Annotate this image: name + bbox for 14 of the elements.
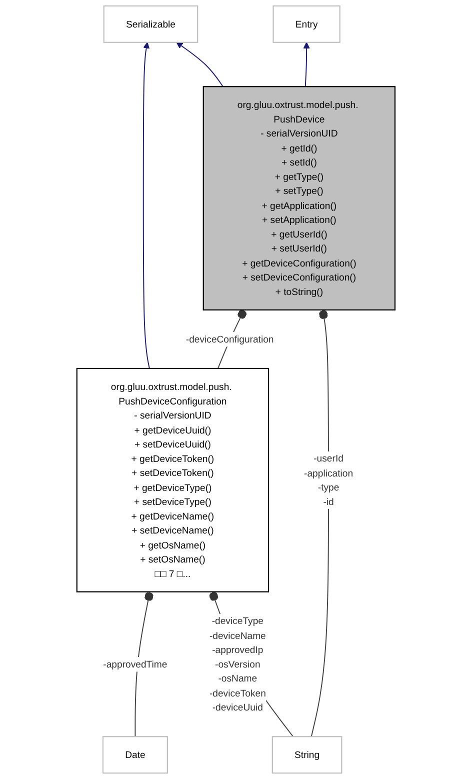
node-box: org.gluu.oxtrust.model.push. PushDevice - serialVersionUID + getId() + setId() + getType() + setType() + getApplication() + setApplication() + getUserId() + setUserId() + getDeviceConfiguration() + setDeviceConfiguration() + toString() [202,86,396,310]
arrow [142,42,150,369]
edge-label: -userId -application -type -id [304,452,354,508]
node-box: Date [102,736,168,774]
arrow [176,42,224,88]
node-box: org.gluu.oxtrust.model.push. PushDeviceConfiguration - serialVersionUID + getDeviceUuid() + setDeviceUuid() + getDeviceToken() + setDeviceToken() + getDeviceType() + setDeviceType() + getDeviceName() + setDeviceName() + getOsName() + setOsName() □□ 7 □... [76,368,270,592]
edge-label: -deviceConfiguration [186,333,274,345]
arrow [303,42,310,88]
node-box: String [272,736,342,774]
edge-label: -deviceType -deviceName -approvedIp -osVersion -osName -deviceToken -deviceUuid [209,615,266,713]
edge-label: -approvedTime [103,658,168,670]
node-box: Serializable [103,5,198,43]
connector [134,591,154,738]
node-box: Entry [272,5,340,43]
